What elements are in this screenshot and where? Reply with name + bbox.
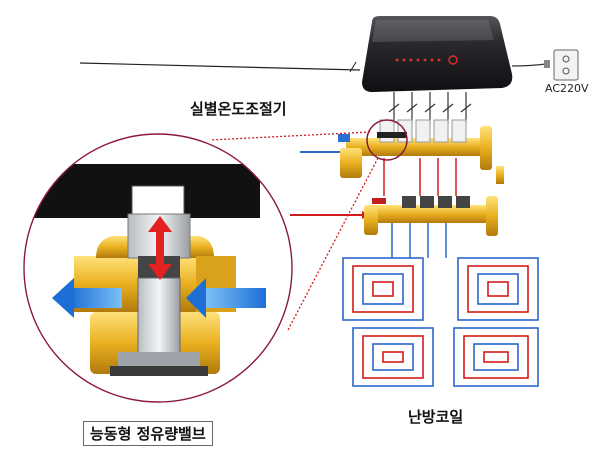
heating-coil-1 — [342, 257, 424, 321]
controller-leds — [395, 58, 441, 62]
power-label: AC220V — [545, 82, 589, 95]
room-thermostat-controller — [362, 16, 513, 92]
wall-outlet-icon — [553, 49, 579, 81]
power-plug-icon — [544, 60, 550, 68]
valve-zoom-view — [23, 133, 293, 403]
power-cable — [511, 63, 547, 67]
controller-power-button — [448, 55, 458, 65]
callout-line-bottom — [287, 157, 379, 331]
supply-manifold — [338, 119, 504, 196]
controller-label: 실별온도조절기 — [186, 97, 291, 120]
return-manifold — [364, 196, 498, 258]
heating-coil-loops — [342, 257, 539, 387]
valve-highlight-circle — [366, 119, 408, 161]
stem-direction-arrow — [148, 216, 172, 280]
outflow-arrow — [52, 278, 122, 318]
wire-break-mark — [349, 61, 357, 73]
heating-coil-4 — [453, 327, 539, 387]
inflow-arrow — [186, 278, 266, 318]
callout-line-top — [209, 131, 371, 141]
heating-coil-3 — [352, 327, 434, 387]
heating-coil-label: 난방코일 — [404, 405, 468, 428]
actuator-wires — [388, 92, 472, 124]
signal-wire — [79, 62, 361, 71]
heating-coil-2 — [457, 257, 539, 321]
valve-label: 능동형 정유량밸브 — [83, 421, 213, 446]
